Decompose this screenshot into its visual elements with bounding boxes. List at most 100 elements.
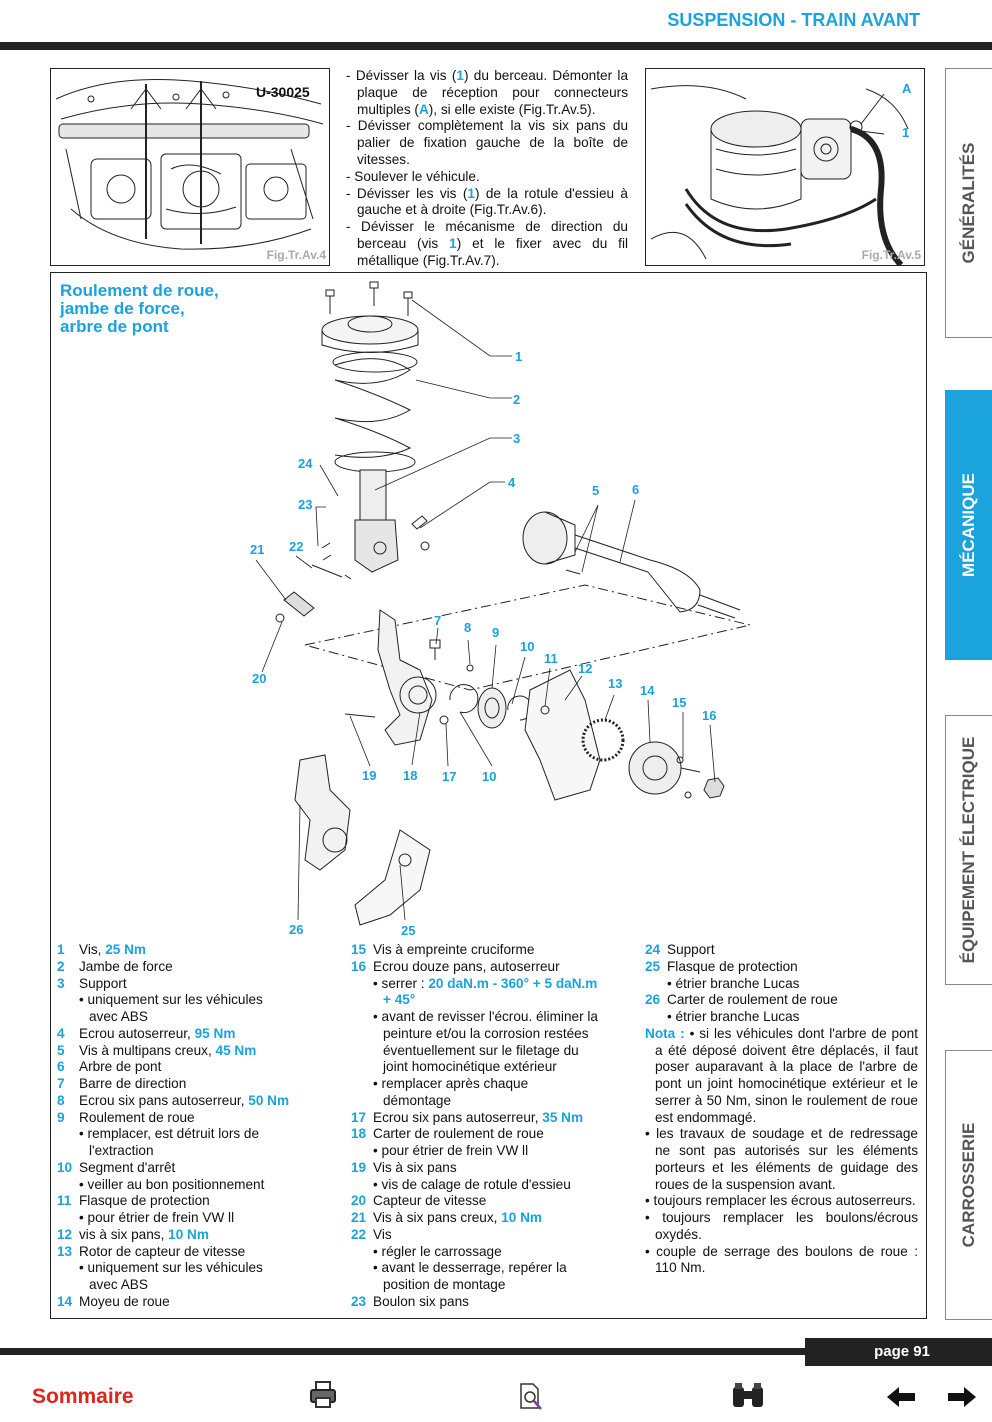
legend-note: • serrer : 20 daN.m - 360° + 5 daN.m (373, 975, 598, 991)
callout-3: 3 (513, 431, 520, 446)
legend-note: • uniquement sur les véhicules (79, 1260, 263, 1276)
intro-step: - Dévisser les vis (1) de la rotule d'es… (346, 185, 628, 218)
legend-note: • veiller au bon positionnement (79, 1176, 265, 1192)
tab-carrosserie[interactable]: CARROSSERIE (945, 1050, 992, 1320)
callout-19: 19 (362, 768, 376, 783)
intro-step: - Dévisser le mécanisme de direction du … (346, 219, 629, 268)
legend-note: éventuellement sur le filetage du (383, 1042, 579, 1058)
callout-11: 11 (544, 651, 558, 666)
legend-note: démontage (383, 1092, 452, 1108)
figure-caption: Fig.Tr.Av.4 (266, 248, 326, 262)
legend-note: • remplacer après chaque (373, 1076, 529, 1091)
engine-bay-illustration: U-30025 (55, 79, 324, 250)
search-document-icon[interactable] (516, 1382, 546, 1412)
callout-13: 13 (608, 676, 622, 691)
legend-note: • étrier branche Lucas (667, 1009, 800, 1024)
legend-note: avec ABS (89, 1009, 148, 1024)
connector-illustration: A 1 (650, 81, 912, 265)
fig5-label-a: A (902, 81, 912, 96)
legend-note: • pour étrier de frein VW ll (79, 1210, 235, 1225)
nota-block: Nota : • si les véhicules dont l'arbre d… (645, 1025, 918, 1125)
leader-lines (255, 299, 716, 921)
arrow-left-icon[interactable] (885, 1385, 917, 1409)
callout-4: 4 (508, 475, 516, 490)
callout-10b: 10 (482, 769, 496, 784)
figure-caption: Fig.Tr.Av.5 (861, 248, 921, 262)
diagram-callouts: 1 2 3 4 5 6 7 8 9 10 11 12 13 14 15 16 1… (250, 349, 716, 938)
callout-9: 9 (492, 625, 499, 640)
arrow-right-icon[interactable] (946, 1385, 978, 1409)
callout-14: 14 (640, 683, 655, 698)
page-number-badge: page 91 (805, 1338, 992, 1366)
callout-17: 17 (442, 769, 456, 784)
callout-22: 22 (289, 539, 303, 554)
callout-10: 10 (520, 639, 534, 654)
tab-mecanique[interactable]: MÉCANIQUE (945, 390, 992, 660)
legend-note: • régler le carrossage (373, 1243, 502, 1259)
fig5-label-1: 1 (902, 125, 909, 140)
section-title: Roulement de roue, jambe de force, arbre… (60, 281, 219, 336)
callout-26: 26 (289, 922, 303, 937)
legend-note: • avant de revisser l'écrou. éliminer la (373, 1009, 598, 1024)
callout-23: 23 (298, 497, 312, 512)
legend-note: avec ABS (89, 1277, 148, 1292)
intro-step: - Dévisser complètement la vis six pans … (346, 118, 628, 167)
nota-bullet: • toujours remplacer les écrous autoserr… (645, 1193, 916, 1209)
tool-label: U-30025 (256, 84, 310, 100)
legend-note: l'extraction (89, 1143, 154, 1158)
legend-note: • uniquement sur les véhicules (79, 992, 263, 1008)
page-header-title: SUSPENSION - TRAIN AVANT (667, 10, 920, 30)
header-rule (0, 42, 992, 50)
intro-instructions: - Dévisser la vis (1) du berceau. Démont… (346, 68, 628, 270)
figure-tr-av-4: U-30025 Fig.Tr.Av.4 (50, 68, 330, 266)
callout-7: 7 (434, 613, 441, 628)
legend-note: peinture et/ou la corrosion restées (383, 1025, 589, 1041)
figure-tr-av-5: A 1 Fig.Tr.Av.5 (645, 68, 925, 266)
diagram-drawing (275, 281, 751, 926)
callout-2: 2 (513, 392, 520, 407)
nota-bullet: • couple de serrage des boulons de roue … (645, 1243, 918, 1276)
legend-note: • avant le desserrage, repérer la (373, 1260, 567, 1276)
tab-generalites[interactable]: GÉNÉRALITÉS (945, 68, 992, 338)
sommaire-link[interactable]: Sommaire (32, 1385, 134, 1408)
nota-bullet: • les travaux de soudage et de redressag… (645, 1126, 918, 1192)
tab-equipement-electrique[interactable]: ÉQUIPEMENT ÉLECTRIQUE (945, 715, 992, 985)
callout-25: 25 (401, 923, 415, 938)
legend-note: + 45° (383, 992, 416, 1008)
callout-12: 12 (578, 661, 592, 676)
callout-8: 8 (464, 620, 471, 635)
legend-note: • vis de calage de rotule d'essieu (373, 1176, 571, 1192)
intro-step: - Dévisser la vis (1) du berceau. Démont… (346, 68, 628, 117)
binoculars-icon[interactable] (730, 1381, 766, 1411)
suspension-exploded-diagram: 1 2 3 4 5 6 7 8 9 10 11 12 13 14 15 16 1… (250, 281, 751, 938)
callout-20: 20 (252, 671, 266, 686)
callout-5: 5 (592, 483, 599, 498)
legend-note: joint homocinétique extérieur (383, 1059, 557, 1075)
printer-icon[interactable] (308, 1380, 338, 1410)
legend-note: position de montage (383, 1277, 506, 1292)
